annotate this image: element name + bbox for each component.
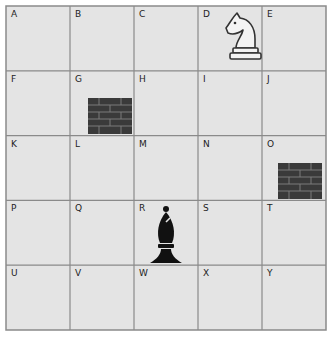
cell-letter: D <box>203 10 210 19</box>
cell-letter: B <box>75 10 81 19</box>
knight-piece <box>226 13 261 59</box>
cell-letter: S <box>203 204 209 213</box>
cell-letter: J <box>267 75 270 84</box>
cell-letter: P <box>11 204 16 213</box>
bishop-piece <box>150 206 182 263</box>
cell-letter: N <box>203 140 210 149</box>
brick-wall <box>278 163 322 199</box>
cell-letter: Y <box>267 269 273 278</box>
cell-letter: V <box>75 269 81 278</box>
cell-letter: K <box>11 140 17 149</box>
cell-letter: A <box>11 10 17 19</box>
board-ground <box>6 6 326 330</box>
cell-letter: H <box>139 75 146 84</box>
cell-letter: W <box>139 269 148 278</box>
cell-letter: R <box>139 204 145 213</box>
cell-letter: X <box>203 269 209 278</box>
brick-wall <box>88 98 132 134</box>
cell-letter: E <box>267 10 273 19</box>
cell-letter: Q <box>75 204 82 213</box>
cell-letter: C <box>139 10 145 19</box>
cell-letter: F <box>11 75 16 84</box>
cell-letter: M <box>139 140 147 149</box>
cell-letter: O <box>267 140 274 149</box>
cell-letter: T <box>267 204 273 213</box>
cell-letter: G <box>75 75 82 84</box>
cell-letter: L <box>75 140 80 149</box>
grid-lines <box>6 6 326 330</box>
cell-letter: U <box>11 269 18 278</box>
cell-letter: I <box>203 75 206 84</box>
